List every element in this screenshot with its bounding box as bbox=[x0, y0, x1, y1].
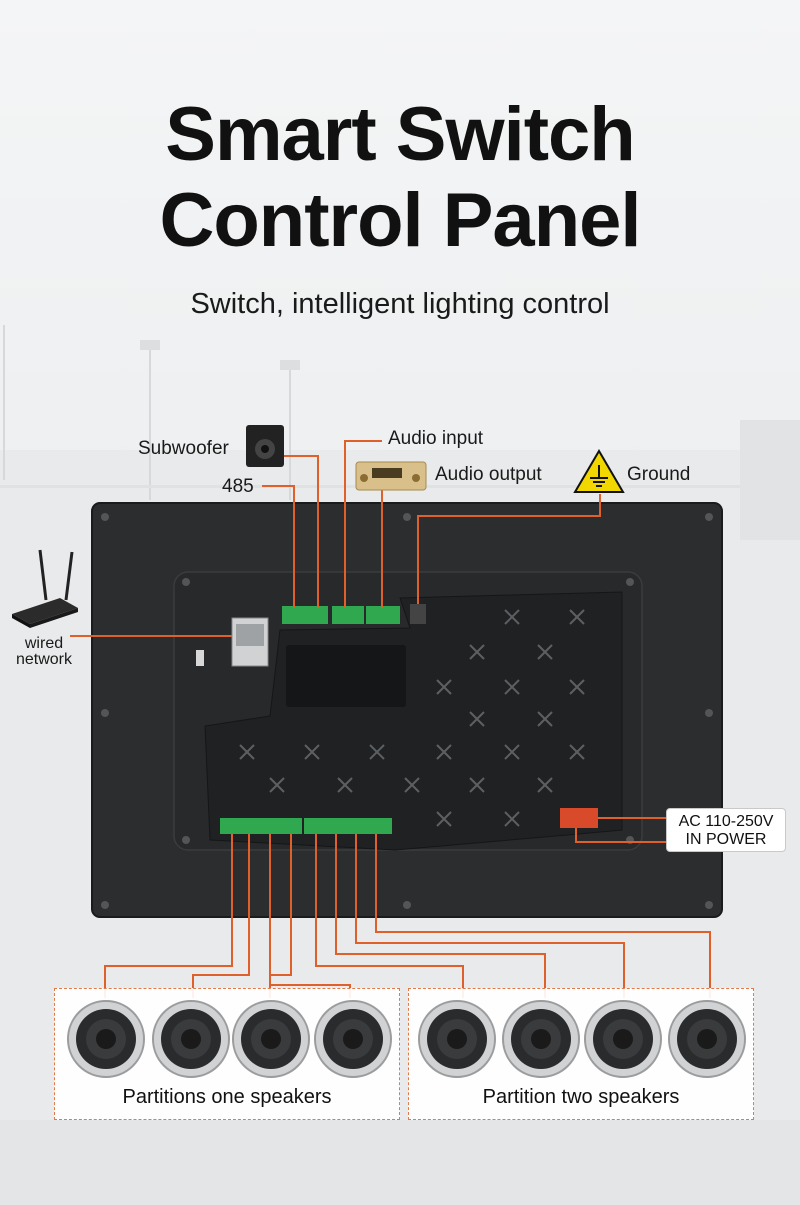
zone-two-label: Partition two speakers bbox=[482, 1086, 680, 1108]
wired-line-2: network bbox=[15, 651, 73, 668]
label-wired-network: wired network bbox=[8, 636, 80, 668]
bottom-terminal-block bbox=[220, 818, 392, 834]
wires bbox=[70, 440, 711, 998]
zone-one-label: Partitions one speakers bbox=[122, 1086, 332, 1108]
amplifier-icon bbox=[355, 461, 427, 491]
subwoofer-icon bbox=[246, 425, 284, 467]
power-line-2: IN POWER bbox=[685, 831, 767, 848]
zone-one: Partitions one speakers bbox=[54, 988, 400, 1120]
control-panel-back bbox=[91, 502, 723, 918]
ground-warning-icon bbox=[573, 449, 625, 493]
label-power: AC 110-250V IN POWER bbox=[666, 808, 786, 852]
speaker-icon bbox=[502, 1000, 580, 1078]
speaker-icon bbox=[152, 1000, 230, 1078]
speaker-icon bbox=[314, 1000, 392, 1078]
router-icon bbox=[12, 549, 78, 628]
speaker-icon bbox=[67, 1000, 145, 1078]
label-subwoofer: Subwoofer bbox=[138, 438, 229, 459]
speaker-icon bbox=[668, 1000, 746, 1078]
label-ground: Ground bbox=[627, 464, 691, 485]
speaker-icon bbox=[418, 1000, 496, 1078]
label-audio-input: Audio input bbox=[388, 428, 484, 449]
power-line-1: AC 110-250V bbox=[678, 813, 774, 830]
title-line-2: Control Panel bbox=[159, 178, 641, 263]
wired-line-1: wired bbox=[24, 635, 64, 652]
page-title: Smart Switch Control Panel bbox=[0, 92, 800, 264]
top-terminal-block bbox=[282, 604, 426, 624]
label-485: 485 bbox=[222, 476, 254, 497]
title-line-1: Smart Switch bbox=[165, 92, 635, 177]
label-audio-output: Audio output bbox=[435, 464, 542, 485]
speaker-icon bbox=[232, 1000, 310, 1078]
power-connector bbox=[560, 808, 598, 828]
subtitle: Switch, intelligent lighting control bbox=[190, 288, 610, 320]
zone-one-speakers bbox=[67, 1000, 392, 1078]
zone-two-speakers bbox=[418, 1000, 746, 1078]
zone-two: Partition two speakers bbox=[408, 988, 754, 1120]
speaker-icon bbox=[584, 1000, 662, 1078]
